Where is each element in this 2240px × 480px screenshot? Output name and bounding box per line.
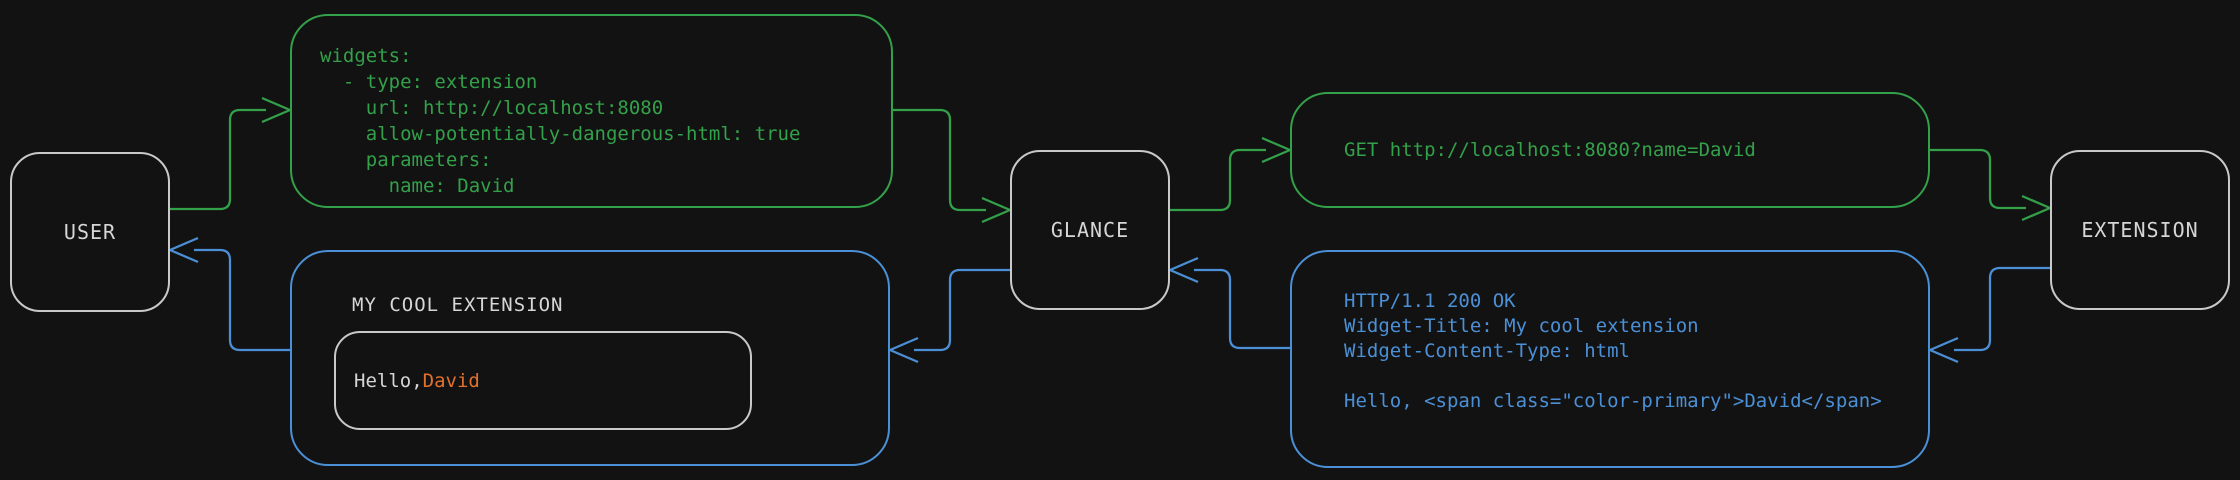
http-response-code: HTTP/1.1 200 OK Widget-Title: My cool ex… bbox=[1344, 290, 1882, 412]
arrowhead-right-icon bbox=[981, 196, 1013, 224]
arrowhead-left-icon bbox=[167, 236, 199, 264]
arrowhead-left-icon bbox=[1927, 336, 1959, 364]
edge-user-to-config bbox=[170, 96, 293, 211]
node-user-label: USER bbox=[63, 220, 117, 244]
arrowhead-right-icon bbox=[261, 96, 293, 124]
greeting-prefix: Hello, bbox=[354, 369, 423, 392]
node-glance-label: GLANCE bbox=[1050, 218, 1130, 242]
widget-greeting-box: Hello, David bbox=[334, 331, 752, 430]
edge-extension-to-response bbox=[1927, 266, 2050, 364]
edge-response-to-glance bbox=[1167, 256, 1290, 350]
edge-request-to-extension bbox=[1930, 148, 2053, 222]
widget-preview-title: MY COOL EXTENSION bbox=[352, 294, 564, 316]
edge-glance-to-request bbox=[1170, 136, 1293, 212]
arrowhead-left-icon bbox=[887, 336, 919, 364]
node-extension-label: EXTENSION bbox=[2081, 218, 2199, 242]
yaml-config-box: widgets: - type: extension url: http://l… bbox=[290, 14, 893, 208]
greeting-name: David bbox=[422, 369, 480, 392]
arrowhead-right-icon bbox=[1261, 136, 1293, 164]
node-extension: EXTENSION bbox=[2050, 150, 2230, 310]
node-user: USER bbox=[10, 152, 170, 312]
http-response-box: HTTP/1.1 200 OK Widget-Title: My cool ex… bbox=[1290, 250, 1930, 468]
widget-preview-box: MY COOL EXTENSION Hello, David bbox=[290, 250, 890, 466]
arrowhead-left-icon bbox=[1167, 256, 1199, 284]
edge-widget-to-user bbox=[167, 236, 290, 352]
node-glance: GLANCE bbox=[1010, 150, 1170, 310]
yaml-config-code: widgets: - type: extension url: http://l… bbox=[320, 45, 801, 197]
edge-config-to-glance bbox=[893, 108, 1013, 224]
edge-glance-to-widget bbox=[887, 268, 1010, 364]
http-request-line: GET http://localhost:8080?name=David bbox=[1344, 139, 1756, 161]
arrowhead-right-icon bbox=[2021, 194, 2053, 222]
http-request-box: GET http://localhost:8080?name=David bbox=[1290, 92, 1930, 208]
